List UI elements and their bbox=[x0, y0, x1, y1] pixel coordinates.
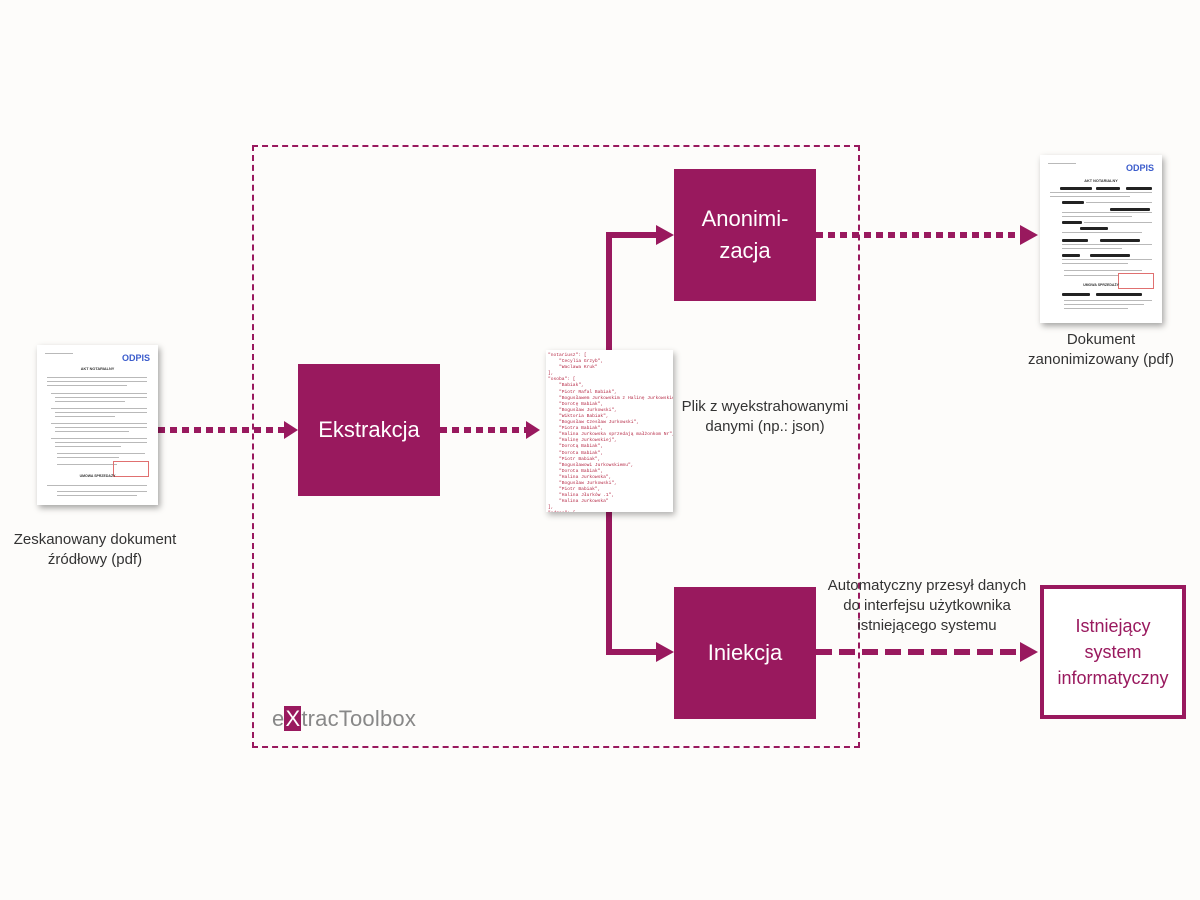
stamp-mark bbox=[113, 461, 149, 477]
arrow-json-to-injection bbox=[606, 512, 658, 655]
source-document-thumbnail: ODPIS AKT NOTARIALNY UMOWA SPRZEDAŻY bbox=[37, 345, 158, 505]
odpis-badge: ODPIS bbox=[121, 353, 150, 363]
json-line: "Dorotą Babiak", bbox=[548, 444, 604, 450]
injection-box: Iniekcja bbox=[674, 587, 816, 719]
target-system-label: Istniejący system informatyczny bbox=[1057, 616, 1169, 688]
json-line: "Piotra Babiak", bbox=[548, 426, 604, 432]
odpis-badge: ODPIS bbox=[1125, 163, 1154, 173]
json-line: "Halina Jurkowska sprzedają małżonkom Nr… bbox=[548, 432, 673, 438]
json-line: "Cecylia Grzyb", bbox=[548, 359, 604, 365]
json-line: "Dorotę Babiak", bbox=[548, 401, 604, 407]
anonymized-document-caption: Dokument zanonimizowany (pdf) bbox=[1028, 331, 1174, 368]
section-title: UMOWA SPRZEDAŻY bbox=[1083, 283, 1119, 287]
injection-label: Iniekcja bbox=[707, 640, 783, 665]
redaction-bar bbox=[1060, 187, 1092, 190]
json-line: "Halina Jurkowska", bbox=[548, 474, 612, 480]
json-line: "Halina Jurkowska" bbox=[548, 499, 609, 505]
transfer-caption: Automatyczny przesył danych do interfejs… bbox=[827, 577, 1027, 634]
extraction-box: Ekstrakcja bbox=[298, 364, 440, 496]
section-title: UMOWA SPRZEDAŻY bbox=[79, 474, 116, 478]
json-file-caption: Plik z wyekstrahowanymi danymi (np.: jso… bbox=[681, 398, 849, 435]
source-document-caption: Zeskanowany dokument źródłowy (pdf) bbox=[13, 531, 177, 568]
json-line: ], bbox=[548, 371, 554, 377]
json-line: "Halinę Jurkowskiej", bbox=[548, 438, 617, 444]
json-line: "Bogusławowi Jurkowskiemu", bbox=[548, 462, 634, 468]
json-line: "Wiktoria Babiak", bbox=[548, 413, 609, 419]
json-line: "Dorota Babiak", bbox=[548, 468, 604, 474]
json-line: "Piotr Babiak", bbox=[548, 487, 601, 493]
json-line: ], bbox=[548, 505, 554, 511]
json-line: "osoba": [ bbox=[548, 377, 576, 383]
anonymization-label: Anonimi- zacja bbox=[701, 206, 789, 263]
json-line: "Bogusław Czesław Jurkowski", bbox=[548, 420, 639, 426]
json-line: "Bogusław Jurkowski", bbox=[548, 407, 617, 413]
json-line: "Piotr Rafal Babiak", bbox=[548, 389, 617, 395]
target-system-box: Istniejący system informatyczny bbox=[1040, 585, 1186, 719]
extractoolbox-frame bbox=[252, 145, 860, 748]
anonymization-box: Anonimi- zacja bbox=[674, 169, 816, 301]
json-line: "Babiak", bbox=[548, 383, 584, 389]
extraction-label: Ekstrakcja bbox=[318, 417, 420, 442]
document-title: AKT NOTARIALNY bbox=[1084, 179, 1118, 183]
document-title: AKT NOTARIALNY bbox=[80, 367, 115, 371]
json-line: "Dorota Babiak", bbox=[548, 450, 604, 456]
stamp-mark bbox=[1118, 273, 1154, 289]
json-line: "Halina Jłurków .1", bbox=[548, 493, 615, 499]
json-line: "Bogusławem Jurkowskim z Halinę Jurkowsk… bbox=[548, 395, 673, 401]
anonymized-document-thumbnail: ODPIS AKT NOTARIALNY UMOWA SPRZEDAŻY bbox=[1040, 155, 1162, 323]
json-line: "Piotr Babiak", bbox=[548, 456, 601, 462]
json-line: "Waclawa Kruk" bbox=[548, 365, 598, 371]
extractoolbox-logo: eXtracToolbox bbox=[272, 706, 417, 731]
json-line: "notariusz": [ bbox=[548, 353, 587, 358]
json-line: "adres": [ bbox=[548, 511, 673, 512]
json-line: "Bogusław Jurkowski", bbox=[548, 480, 617, 486]
arrow-json-to-anonymization bbox=[606, 232, 658, 350]
json-file-thumbnail: "notariusz": [ "Cecylia Grzyb", "Waclawa… bbox=[546, 350, 673, 512]
